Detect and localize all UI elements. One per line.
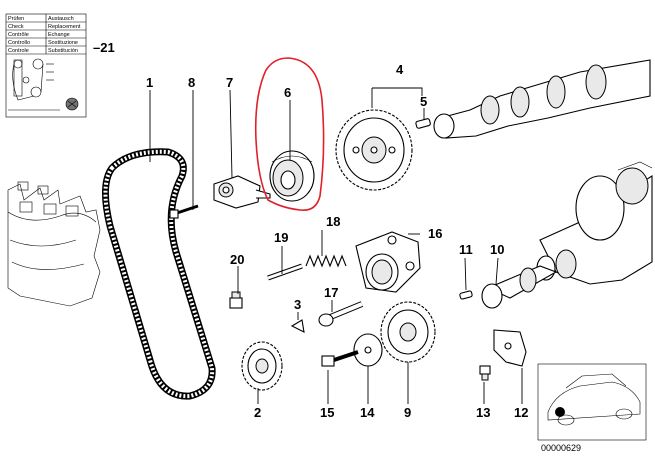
timing-belt xyxy=(102,148,216,400)
cover-plate-part-12 xyxy=(493,329,527,367)
legend-row-4-replace: Sostituzione xyxy=(48,40,78,46)
crank-sprocket-part-10 xyxy=(481,265,558,309)
camshaft-sprocket-part-4 xyxy=(335,109,413,191)
legend-row-1-check: Prüfen xyxy=(8,16,24,22)
part-number-21: –21 xyxy=(93,40,115,55)
part-number-20: 20 xyxy=(230,252,244,267)
tensioner-part-7 xyxy=(213,175,271,209)
bolt-part-15 xyxy=(321,350,359,367)
vehicle-location-inset: 00000629 xyxy=(537,363,647,453)
camshaft xyxy=(433,59,651,139)
legend-row-5-replace: Substitución xyxy=(48,48,78,54)
legend-table: Prüfen Austausch Check Replacement Contr… xyxy=(5,13,87,118)
legend-row-5-check: Controle xyxy=(8,48,29,54)
legend-row-3-check: Contrôle xyxy=(8,32,29,38)
part-number-14: 14 xyxy=(360,405,375,420)
legend-row-3-replace: Echange xyxy=(48,32,70,38)
part-number-19: 19 xyxy=(274,230,288,245)
spring-part-18 xyxy=(305,254,347,268)
part-number-9: 9 xyxy=(404,405,411,420)
part-number-15: 15 xyxy=(320,405,334,420)
part-number-8: 8 xyxy=(188,75,195,90)
legend-row-4-check: Controllo xyxy=(8,40,30,46)
part-number-16: 16 xyxy=(428,226,442,241)
bolt-part-8 xyxy=(169,204,199,219)
part-label-21: –21 xyxy=(93,40,115,55)
part-number-11: 11 xyxy=(459,242,473,257)
bolt-part-17 xyxy=(318,301,364,327)
plate-part-14 xyxy=(353,333,383,367)
legend-mini-schematic xyxy=(8,58,79,111)
bolt-part-20 xyxy=(229,291,243,309)
red-highlight-circle xyxy=(254,57,325,212)
legend-row-2-replace: Replacement xyxy=(48,24,81,30)
woodruff-key-part-5 xyxy=(415,118,431,129)
shim-part-3 xyxy=(290,319,305,333)
leader-lines xyxy=(149,87,523,404)
part-number-18: 18 xyxy=(326,214,340,229)
legend-row-2-check: Check xyxy=(8,24,24,30)
intermediate-sprocket-part-9 xyxy=(380,301,436,363)
part-number-13: 13 xyxy=(476,405,490,420)
key-part-11 xyxy=(459,290,473,300)
part-labels: 1 8 7 6 4 5 18 16 19 11 10 20 17 3 2 15 … xyxy=(146,62,528,420)
part-number-2: 2 xyxy=(254,405,261,420)
part-number-5: 5 xyxy=(420,94,427,109)
legend-row-1-replace: Austausch xyxy=(48,16,74,22)
crank-gear-part-2 xyxy=(241,341,283,391)
bracket-part-16 xyxy=(355,231,421,293)
part-number-12: 12 xyxy=(514,405,528,420)
part-number-7: 7 xyxy=(226,75,233,90)
part-number-4: 4 xyxy=(396,62,404,77)
screw-part-13 xyxy=(479,365,491,381)
tension-pulley-part-6 xyxy=(269,150,315,202)
engine-block xyxy=(7,181,101,307)
part-number-1: 1 xyxy=(146,75,153,90)
part-number-10: 10 xyxy=(490,242,504,257)
part-number-17: 17 xyxy=(324,285,338,300)
diagram-reference-number: 00000629 xyxy=(541,443,581,453)
part-number-3: 3 xyxy=(294,297,301,312)
pin-part-19 xyxy=(267,263,303,281)
crankshaft xyxy=(536,161,653,285)
part-number-6: 6 xyxy=(284,85,291,100)
